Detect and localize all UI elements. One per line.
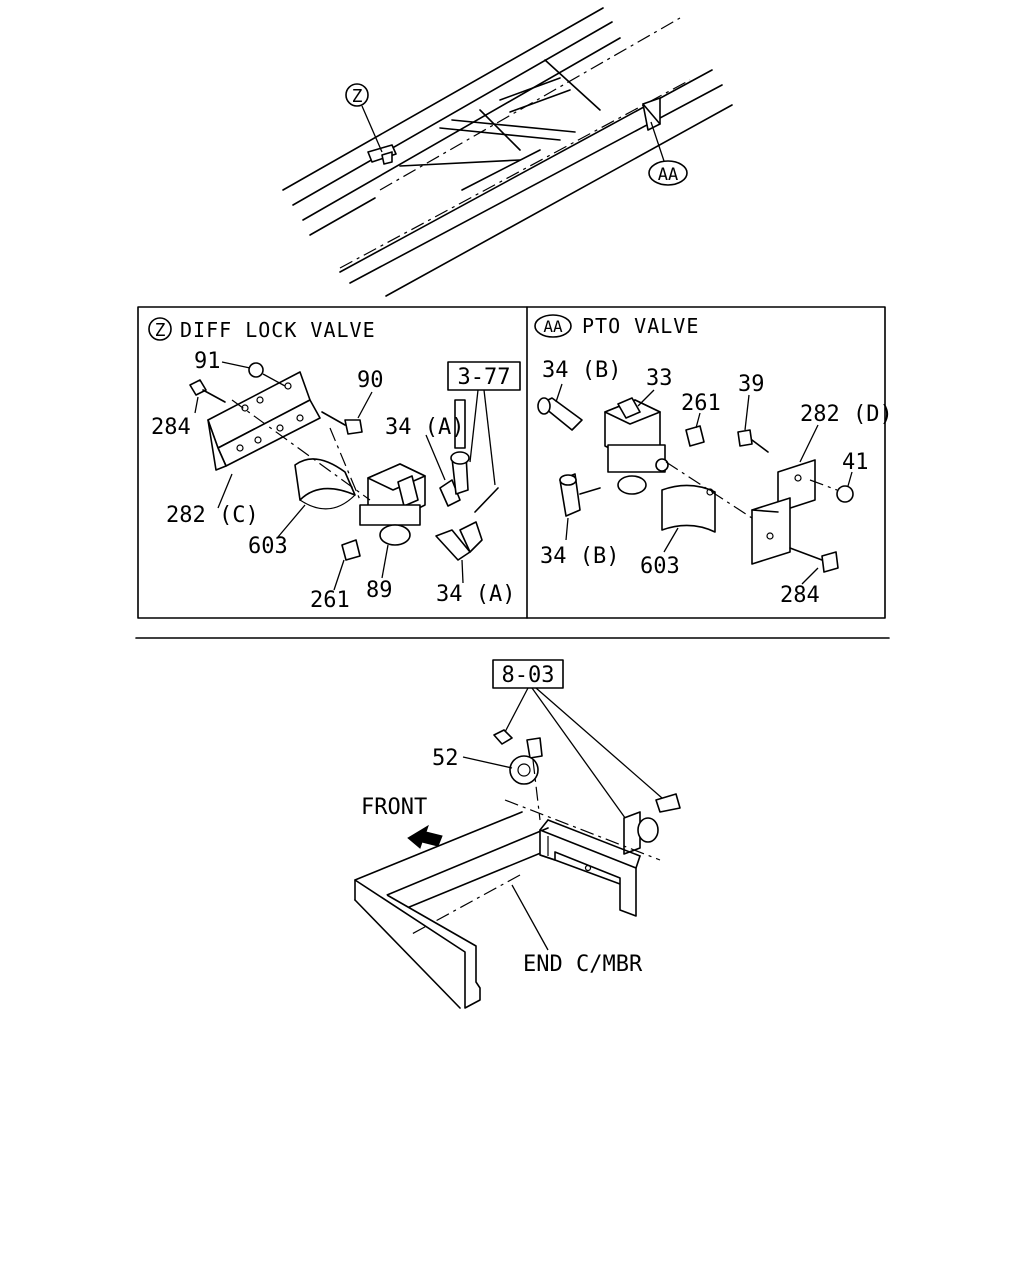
label-90: 90 — [357, 368, 384, 393]
label-261-left: 261 — [310, 588, 350, 613]
front-arrow-icon — [407, 824, 443, 849]
label-284-right: 284 — [780, 583, 820, 608]
label-603-right: 603 — [640, 554, 680, 579]
detail-panel-frame — [137, 306, 886, 619]
label-603-left: 603 — [248, 534, 288, 559]
label-34a-lower: 34 (A) — [436, 582, 515, 607]
panel-left-circle-letter: Z — [155, 320, 166, 341]
label-261-right: 261 — [681, 391, 721, 416]
frame-overview — [282, 7, 733, 297]
end-cross-member-view: 8-03 52 FRO — [354, 659, 681, 1009]
label-34a-upper: 34 (A) — [385, 415, 464, 440]
callout-z-letter: Z — [352, 86, 363, 107]
label-89: 89 — [366, 578, 393, 603]
front-label: FRONT — [361, 795, 427, 820]
label-33: 33 — [646, 366, 673, 391]
callout-z-top: Z — [345, 83, 383, 153]
callout-aa-top: AA — [648, 121, 688, 186]
label-39: 39 — [738, 372, 765, 397]
label-41: 41 — [842, 450, 869, 475]
panel-right-circle-letter: AA — [543, 317, 563, 336]
panel-pto-valve: AA PTO VALVE — [534, 314, 893, 608]
panel-left-title: DIFF LOCK VALVE — [180, 318, 376, 342]
ref-box-8-03: 8-03 — [502, 663, 555, 688]
label-52: 52 — [432, 746, 459, 771]
panel-right-title: PTO VALVE — [582, 314, 699, 338]
label-282d: 282 (D) — [800, 402, 893, 427]
callout-aa-letter: AA — [658, 165, 678, 185]
label-284-left: 284 — [151, 415, 191, 440]
label-91: 91 — [194, 349, 221, 374]
label-282c: 282 (C) — [166, 503, 259, 528]
ref-box-3-77: 3-77 — [458, 365, 511, 390]
label-34b-upper: 34 (B) — [542, 358, 621, 383]
panel-diff-lock-valve: Z DIFF LOCK VALVE 3-77 — [148, 317, 521, 613]
label-34b-lower: 34 (B) — [540, 544, 619, 569]
end-cmbr-label: END C/MBR — [523, 952, 643, 977]
